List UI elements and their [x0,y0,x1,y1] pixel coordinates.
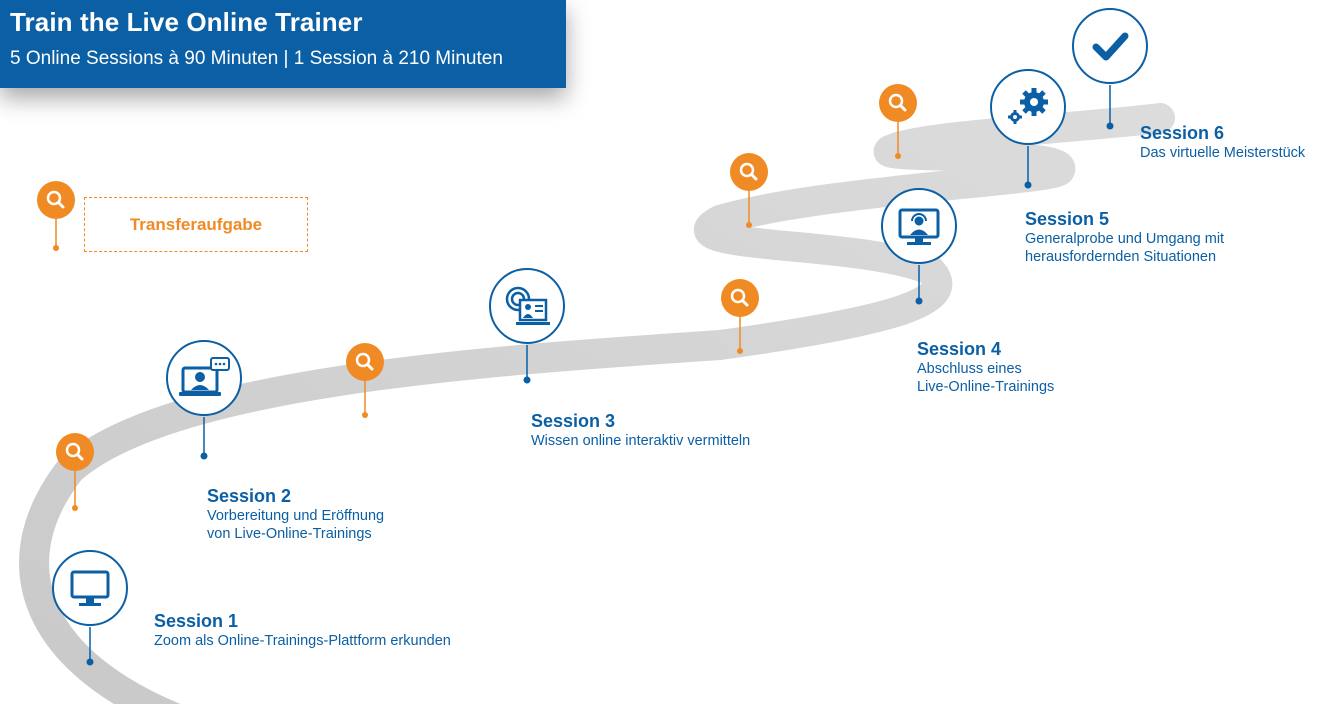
gears-icon [1008,88,1048,124]
headset-icon [898,208,940,245]
session-6-description: Das virtuelle Meisterstück [1140,145,1306,161]
session-4-label: Session 4 Abschluss eines Live-Online-Tr… [917,338,1054,396]
session-1-label: Session 1 Zoom als Online-Trainings-Plat… [154,610,451,650]
search-icon [346,343,384,381]
search-icon [37,181,75,219]
session-2-title: Session 2 [207,486,292,506]
session-4-description-line-1: Abschluss eines [917,361,1022,377]
session-6-title: Session 6 [1140,123,1225,143]
session-4-title: Session 4 [917,339,1002,359]
session-2-pin [166,340,242,460]
legend-search-pin [37,181,75,251]
search-icon [730,153,768,191]
session-3-title: Session 3 [531,411,616,431]
presentation-icon [505,286,550,325]
header-banner: Train the Live Online Trainer 5 Online S… [0,0,566,88]
transfer-pin-4 [730,153,768,228]
legend-transferaufgabe: Transferaufgabe [84,197,308,252]
monitor-icon [70,570,110,606]
transfer-pin-5 [879,84,917,159]
session-2-description-line-2: von Live-Online-Trainings [207,526,372,542]
video-chat-icon [179,357,230,396]
session-1-pin [52,550,128,666]
page-title: Train the Live Online Trainer [10,7,363,37]
session-6-pin [1072,8,1148,130]
session-5-description-line-2: herausfordernden Situationen [1025,249,1217,265]
search-icon [721,279,759,317]
session-5-title: Session 5 [1025,209,1110,229]
session-1-description: Zoom als Online-Trainings-Plattform erku… [154,633,451,649]
legend-label: Transferaufgabe [129,214,263,234]
session-2-description-line-1: Vorbereitung und Eröffnung [207,508,385,524]
session-2-label: Session 2 Vorbereitung und Eröffnung von… [207,485,384,543]
session-4-description-line-2: Live-Online-Trainings [917,379,1055,395]
checkmark-icon [1092,32,1129,61]
transfer-pin-3 [721,279,759,354]
session-1-title: Session 1 [154,611,239,631]
page-subtitle: 5 Online Sessions à 90 Minuten | 1 Sessi… [10,48,503,69]
search-icon [879,84,917,122]
transfer-pin-2 [346,343,384,418]
session-5-description-line-1: Generalprobe und Umgang mit [1025,231,1225,247]
session-3-description: Wissen online interaktiv vermitteln [531,433,751,449]
session-3-pin [489,268,565,384]
search-icon [56,433,94,471]
session-3-label: Session 3 Wissen online interaktiv vermi… [531,410,750,450]
session-5-label: Session 5 Generalprobe und Umgang mit he… [1025,208,1224,266]
session-6-label: Session 6 Das virtuelle Meisterstück [1140,122,1305,162]
session-5-pin [990,69,1066,189]
transfer-pin-1 [56,433,94,511]
session-4-pin [881,188,957,305]
